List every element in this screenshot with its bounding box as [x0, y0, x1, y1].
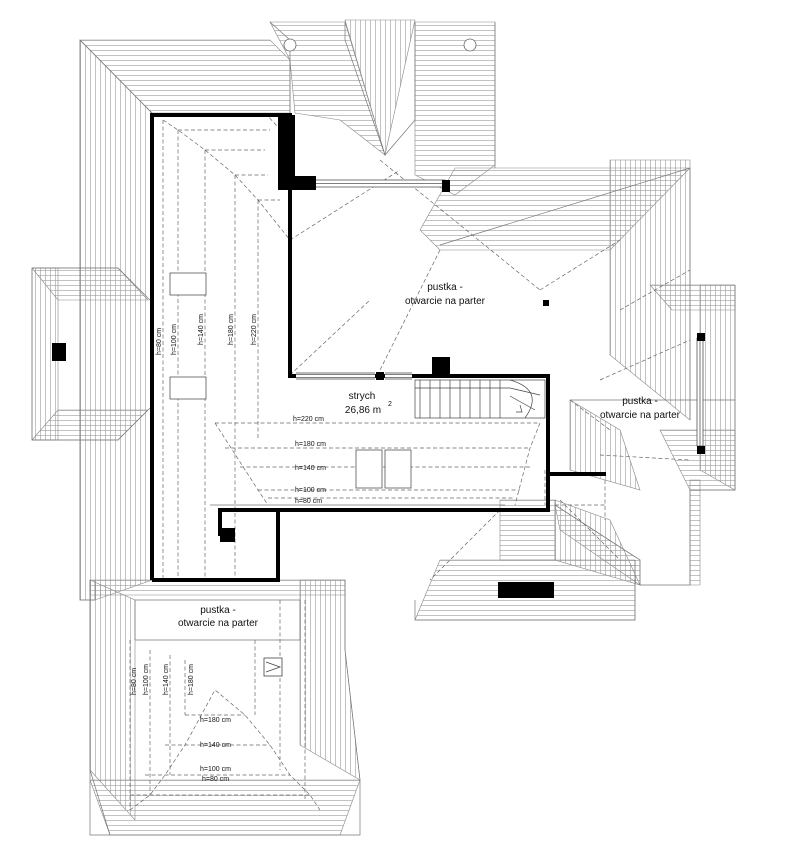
attic-walls — [150, 113, 606, 582]
void-top-line1: pustka - — [427, 282, 463, 293]
vent-circle-left — [283, 38, 297, 52]
room-labels: pustka - otwarcie na parter pustka - otw… — [178, 282, 681, 629]
post-top-window — [442, 180, 450, 192]
skylight-attic-left — [355, 449, 383, 489]
h-attic-row-2: h=180 cm — [295, 441, 326, 448]
void-bottom-line1: pustka - — [200, 605, 236, 616]
h-bottom-col-2: h=100 cm — [143, 664, 150, 695]
h-bottom-row-1: h=180 cm — [200, 717, 231, 724]
wall-block-top — [278, 115, 295, 190]
h-bottom-row-4: h=80 cm — [202, 776, 229, 783]
height-contour-lines — [129, 112, 691, 811]
h-wing-col-4: h=180 cm — [228, 314, 235, 345]
post-door — [376, 372, 384, 380]
post-bottom-right — [498, 582, 554, 598]
h-attic-row-4: h=100 cm — [295, 487, 326, 494]
chimneys-and-posts — [52, 115, 705, 598]
h-attic-row-1: h=220 cm — [293, 416, 324, 423]
skylight-attic-right — [384, 449, 412, 489]
h-wing-col-2: h=100 cm — [171, 324, 178, 355]
post-left — [220, 528, 235, 542]
chimney-left — [52, 343, 66, 361]
void-bottom-line2: otwarcie na parter — [178, 618, 259, 629]
h-wing-col-3: h=140 cm — [198, 314, 205, 345]
post-right-window-b — [697, 446, 705, 454]
height-labels: h=220 cm h=180 cm h=140 cm h=100 cm h=80… — [131, 314, 326, 783]
h-bottom-col-1: h=80 cm — [131, 668, 138, 695]
h-wing-col-5: h=220 cm — [251, 314, 258, 345]
attic-area-exp: 2 — [388, 401, 392, 408]
attic-area: 26,86 m — [345, 405, 381, 416]
h-bottom-col-3: h=140 cm — [163, 664, 170, 695]
void-top-line2: otwarcie na parter — [405, 296, 486, 307]
staircase — [414, 379, 546, 419]
void-right-line2: otwarcie na parter — [600, 410, 681, 421]
h-attic-row-5: h=80 cm — [295, 498, 322, 505]
h-bottom-row-3: h=100 cm — [200, 766, 231, 773]
bottom-wing-marker — [263, 657, 283, 677]
h-attic-row-3: h=140 cm — [295, 465, 326, 472]
wall-block-top2 — [288, 176, 316, 190]
roof-ridge-lines — [31, 21, 736, 836]
h-wing-col-1: h=80 cm — [156, 328, 163, 355]
skylight-upper — [169, 272, 207, 296]
chimney-attic — [432, 357, 450, 377]
post-void — [543, 300, 549, 306]
skylight-lower — [169, 376, 207, 400]
post-right-window-a — [697, 333, 705, 341]
void-right-line1: pustka - — [622, 396, 658, 407]
vent-circle-right — [463, 38, 477, 52]
attic-name: strych — [349, 391, 376, 402]
h-bottom-row-2: h=140 cm — [200, 742, 231, 749]
h-bottom-col-4: h=180 cm — [188, 664, 195, 695]
